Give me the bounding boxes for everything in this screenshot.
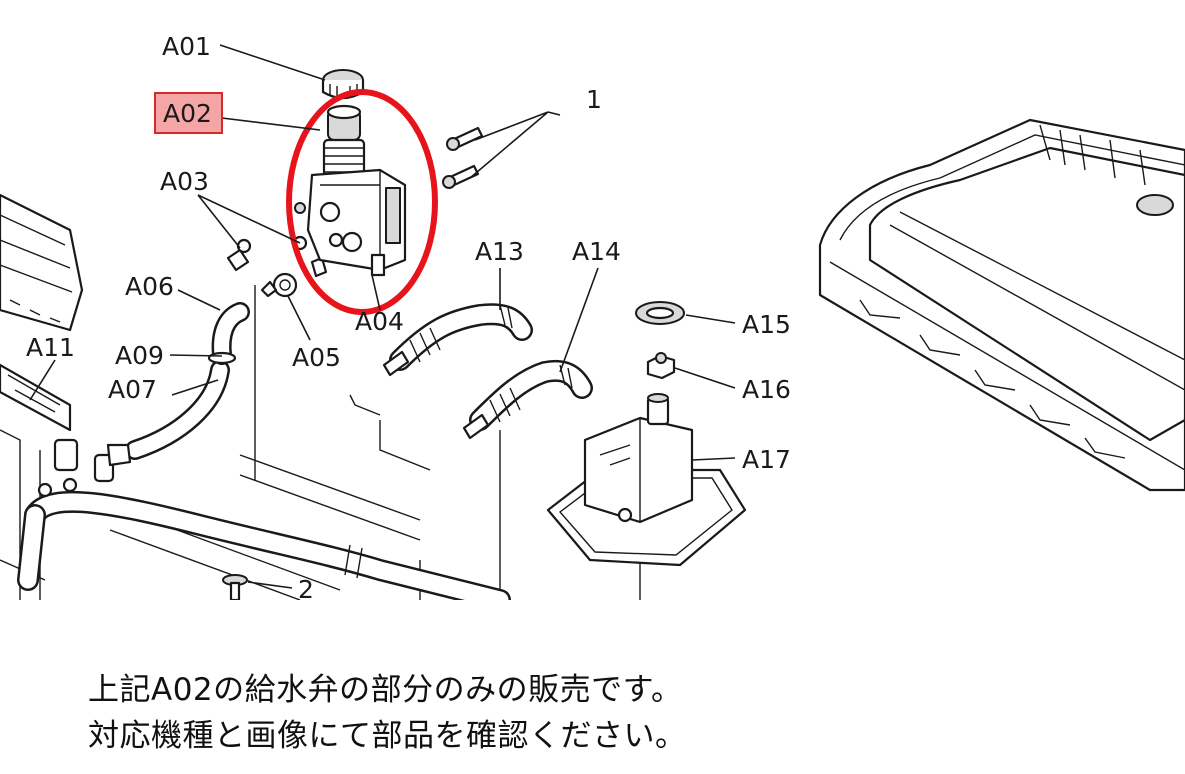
elbow-a06 [207,302,250,365]
box-a17 [546,393,747,567]
label-a14: A14 [572,237,621,266]
water-valve-a02 [294,104,407,277]
label-a11: A11 [26,333,75,362]
screw-ref2 [222,574,248,600]
washer-frame-left [0,193,641,600]
hose-main [17,490,511,600]
leader-lines [29,44,736,589]
screws-ref1 [442,126,484,189]
screws-a03 [226,235,328,278]
hose-a14 [462,359,593,440]
fittings-a05 [260,272,298,298]
control-panel-cover [818,118,1185,492]
label-a05: A05 [292,343,341,372]
label-a15: A15 [742,310,791,339]
label-a01: A01 [162,32,211,61]
label-a06: A06 [125,272,174,301]
label-a09: A09 [115,341,164,370]
parts-diagram: A01 A02 A03 A04 A05 A06 A07 A09 A11 A13 … [0,32,1185,600]
highlight-ring [286,89,438,315]
label-a13: A13 [475,237,524,266]
label-ref1: 1 [586,85,602,114]
label-a17: A17 [742,445,791,474]
label-a03: A03 [160,167,209,196]
label-ref2: 2 [298,575,314,600]
ring-a15 [635,301,685,325]
label-a16: A16 [742,375,791,404]
caption-line-1: 上記A02の給水弁の部分のみの販売です。 [88,672,683,708]
label-a02: A02 [163,99,212,128]
label-a04: A04 [355,307,404,336]
nut-a16 [646,352,676,380]
hose-a07 [37,360,230,498]
caption-line-2: 対応機種と画像にて部品を確認ください。 [88,718,687,754]
label-a07: A07 [108,375,157,404]
hose-a13 [382,303,533,377]
label-a02-highlight-box [154,92,223,134]
